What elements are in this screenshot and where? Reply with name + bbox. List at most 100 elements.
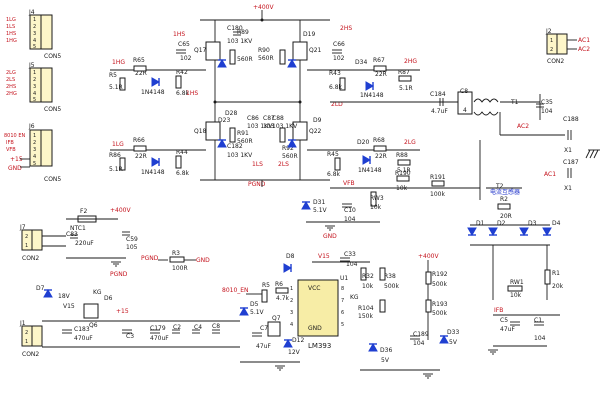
j7-pin: 2 (25, 234, 28, 240)
gate-res-value: 6.8k (329, 84, 343, 91)
chip-r38-value: 500k (384, 283, 399, 290)
lv-q6: Q6 (89, 322, 98, 329)
vfb-d31-ref: D31 (313, 199, 325, 206)
body-res-value: 560R (237, 138, 253, 145)
bridge-cap-value: 103 1KV (227, 38, 253, 45)
chip-d36-value: 5V (381, 357, 390, 364)
bridge-mid-net: 2LD (331, 101, 343, 108)
lv-c8: C8 (212, 323, 220, 330)
gate-net: 2HS (340, 25, 352, 32)
j4-net: 1HS (6, 31, 16, 37)
gate-res-ref: R67 (373, 57, 385, 64)
out-c188: C188 (563, 116, 579, 123)
lv-c7-ref: C7 (260, 325, 268, 332)
low-voltage-supply: D7 18V V15 KG Q6 D6 J1 2 1 CON2 C183 470… (19, 281, 304, 371)
j6-net: IFB (6, 140, 14, 146)
gate-res-ref: R87 (398, 69, 410, 76)
input-c83-value: 220uF (75, 240, 94, 247)
input-pgnd: PGND (110, 271, 128, 278)
chip-pin: 1 (290, 286, 293, 292)
transistor-label: Q18 (194, 128, 207, 135)
gate-res-ref: R5 (109, 72, 117, 79)
transformer-t2: T2 (495, 183, 504, 190)
lv-d12-ref: D12 (292, 337, 304, 344)
vfb-label: VFB (343, 180, 355, 187)
chip-d36-ref: D36 (380, 347, 392, 354)
body-res-ref: R89 (237, 29, 249, 36)
j6-pin: 3 (33, 147, 36, 153)
j4-pin: 1 (33, 17, 36, 23)
gate-diode: 1N4148 (141, 169, 165, 176)
chip-vcc: VCC (308, 285, 320, 292)
j5-name: CON5 (44, 106, 61, 113)
chip-pin: 6 (341, 310, 344, 316)
out-c8-ref: C8 (460, 88, 468, 95)
input-r3-ref: R3 (172, 250, 180, 257)
lv-d7-ref: D7 (36, 285, 45, 292)
input-c83-ref: C83 (66, 231, 78, 238)
j4-net: 1LG (6, 17, 16, 23)
out-x1b: X1 (564, 185, 572, 192)
lv-d5-ref: D5 (250, 301, 259, 308)
transistor-label: Q21 (309, 47, 322, 54)
j2-pin: 1 (550, 38, 553, 44)
chip-d33-value: 5V (449, 339, 458, 346)
chip-pin: 4 (290, 322, 293, 328)
vfb-rw3-ref: RW3 (370, 195, 384, 202)
gate-res-value: 5.1R (109, 84, 123, 91)
lv-d6: D6 (104, 295, 113, 302)
chip-c189-ref: C189 (413, 331, 429, 338)
chip-name: LM393 (308, 342, 331, 350)
bridge-cap-value: 103 (263, 123, 275, 130)
lv-c4: C4 (194, 324, 202, 331)
out-r2-ref: R2 (500, 196, 508, 203)
chip-r193-value: 500k (432, 310, 447, 317)
lv-c183-ref: C183 (74, 326, 90, 333)
j4-pin: 3 (33, 31, 36, 37)
out-cap-value: 4.7uF (431, 108, 448, 115)
j1-pin: 1 (25, 339, 28, 345)
gate-cap-value: 102 (180, 55, 192, 62)
gate-res-ref: R45 (327, 151, 339, 158)
j5-net: 2HS (6, 84, 16, 90)
input-r3-value: 100R (172, 265, 188, 272)
input-gnd: GND (196, 257, 210, 264)
j2-pin: 2 (550, 47, 553, 53)
chip-d8: D8 (286, 253, 295, 260)
out-r2-value: 20R (500, 213, 512, 220)
gate-cap-ref: C66 (333, 41, 345, 48)
out-rw1-value: 10k (510, 292, 522, 299)
gate-res-ref: R86 (109, 152, 121, 159)
j2-name: CON2 (547, 58, 564, 65)
vfb-r191-ref: R191 (430, 174, 446, 181)
gate-res-value: 5.1R (109, 166, 123, 173)
body-res-value: 560R (282, 153, 298, 160)
gate-diode: 1N4148 (360, 92, 384, 99)
lv-r6-value: 4.7k (276, 295, 290, 302)
out-c8-value: 4 (463, 107, 467, 114)
input-f2: F2 (80, 208, 87, 215)
bridge-mid-net: 1LS (252, 161, 263, 168)
gate-res-value: 22R (135, 70, 147, 77)
lv-c179-ref: C179 (150, 325, 166, 332)
j5-pin: 3 (33, 84, 36, 90)
j6-pin: 2 (33, 140, 36, 146)
j5-pin: 4 (33, 91, 36, 97)
j6-pin: 1 (33, 133, 36, 139)
j5-pin: 2 (33, 77, 36, 83)
connector-j2: J2 1 2 AC1 AC2 CON2 (545, 28, 590, 65)
gate-cap-value: 102 (333, 55, 345, 62)
body-res-ref: R92 (282, 145, 294, 152)
j7-pin: 1 (25, 243, 28, 249)
out-x1: X1 (564, 147, 572, 154)
out-rw1-ref: RW1 (510, 279, 524, 286)
lv-r6-ref: R6 (275, 281, 283, 288)
j7-name: CON2 (22, 255, 39, 262)
bridge-cap-value: 103 1KV (272, 123, 298, 130)
gate-net: 1HS (186, 90, 198, 97)
out-ac1: AC1 (544, 171, 556, 178)
gate-net: 1HS (173, 31, 185, 38)
bridge-mid-net: 2LS (278, 161, 289, 168)
chip-gnd: GND (308, 325, 322, 332)
chip-pin: 3 (290, 310, 293, 316)
